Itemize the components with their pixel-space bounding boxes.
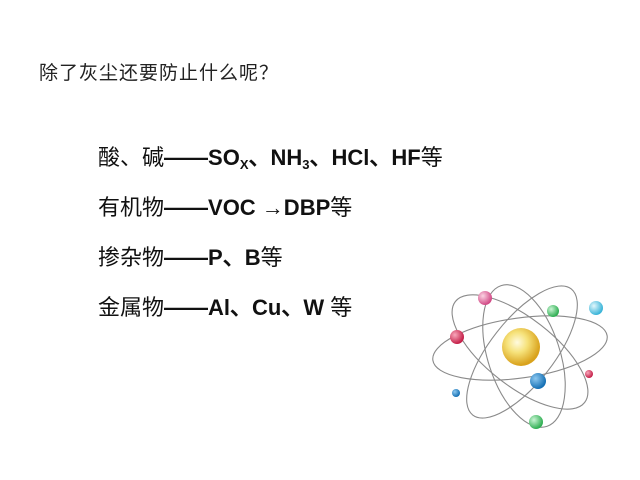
electron bbox=[530, 373, 546, 389]
atom-icon bbox=[432, 284, 608, 429]
item-category: 酸、碱 bbox=[98, 146, 165, 171]
item-suffix: 等 bbox=[330, 296, 353, 321]
slide-title: 除了灰尘还要防止什么呢？ bbox=[39, 62, 280, 84]
item-formula: P、B bbox=[208, 245, 261, 270]
item-formula: VOC →DBP bbox=[208, 195, 331, 220]
item-category: 掺杂物 bbox=[98, 246, 165, 271]
electron bbox=[478, 291, 492, 305]
item-suffix: 等 bbox=[420, 146, 443, 171]
item-category: 金属物 bbox=[98, 296, 165, 321]
electron bbox=[452, 389, 460, 397]
item-formula-so: SO bbox=[208, 145, 240, 170]
orbit-lines bbox=[432, 284, 608, 428]
electron bbox=[529, 415, 543, 429]
electron bbox=[585, 370, 593, 378]
item-dash: —— bbox=[164, 145, 209, 170]
item-dash: —— bbox=[164, 295, 209, 320]
list-item-acid-base: 酸、碱——SOX、NH3、HCl、HF等 bbox=[98, 136, 443, 186]
item-suffix: 等 bbox=[330, 196, 353, 221]
item-subscript-3: 3 bbox=[302, 157, 310, 172]
item-dash: —— bbox=[164, 245, 209, 270]
item-formula-nh: 、NH bbox=[248, 145, 303, 170]
list-item-dopant: 掺杂物——P、B等 bbox=[98, 236, 443, 286]
nucleus bbox=[502, 328, 540, 366]
item-subscript-x: X bbox=[239, 157, 249, 172]
electron bbox=[589, 301, 603, 315]
item-category: 有机物 bbox=[98, 196, 165, 221]
list-item-organic: 有机物——VOC →DBP等 bbox=[98, 186, 443, 236]
electron bbox=[547, 305, 559, 317]
list-item-metal: 金属物——Al、Cu、W 等 bbox=[98, 286, 443, 336]
electron bbox=[450, 330, 464, 344]
contaminant-list: 酸、碱——SOX、NH3、HCl、HF等 有机物——VOC →DBP等 掺杂物—… bbox=[98, 136, 443, 336]
item-suffix: 等 bbox=[260, 246, 283, 271]
item-formula: Al、Cu、W bbox=[208, 295, 331, 320]
item-dash: —— bbox=[164, 195, 209, 220]
item-formula-hcl-hf: 、HCl、HF bbox=[309, 145, 421, 170]
